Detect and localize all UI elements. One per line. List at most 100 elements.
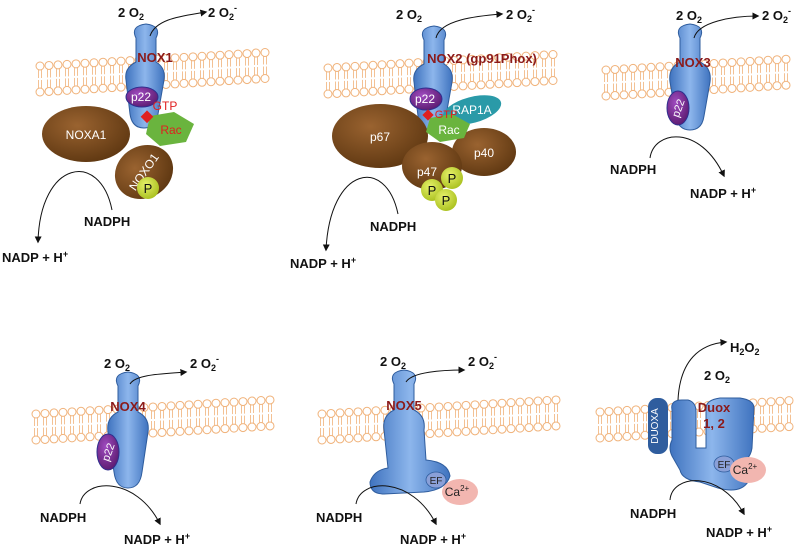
- lipid-head: [260, 74, 270, 83]
- lipid-head: [494, 53, 504, 63]
- lipid-tail: [461, 63, 465, 72]
- lipid-tail: [604, 84, 608, 92]
- lipid-head: [179, 52, 189, 62]
- lipid-head: [524, 423, 534, 433]
- lipid-tail: [236, 58, 240, 67]
- lipid-head: [772, 81, 782, 91]
- lipid-tail: [533, 59, 537, 68]
- nadph-label: NADPH: [630, 506, 676, 521]
- lipid-tail: [79, 425, 83, 434]
- lipid-head: [125, 56, 135, 66]
- noxa1-label: NOXA1: [66, 128, 107, 142]
- lipid-head: [494, 79, 504, 89]
- lipid-tail: [232, 406, 236, 415]
- lipid-tail: [712, 67, 716, 76]
- phosphate: [435, 189, 457, 211]
- lipid-head: [341, 88, 351, 98]
- lipid-tail: [613, 73, 617, 82]
- lipid-tail: [214, 417, 218, 426]
- lipid-head: [784, 422, 794, 432]
- lipid-tail: [625, 424, 629, 433]
- lipid-tail: [70, 425, 74, 434]
- p47-label: p47: [417, 165, 437, 179]
- lipid-head: [229, 397, 239, 407]
- lipid-head: [215, 50, 225, 60]
- lipid-tail: [452, 74, 456, 83]
- lipid-head: [197, 77, 207, 87]
- nadph-label: NADPH: [316, 510, 362, 525]
- lipid-tail: [784, 73, 788, 82]
- lipid-head: [386, 59, 396, 69]
- lipid-head: [524, 397, 534, 407]
- lipid-tail: [622, 82, 626, 91]
- lipid-head: [67, 407, 77, 417]
- lipid-head: [533, 422, 543, 432]
- lipid-head: [53, 60, 63, 70]
- lipid-tail: [236, 68, 240, 77]
- lipid-tail: [598, 426, 602, 434]
- lipid-head: [35, 61, 45, 71]
- ef-label: EF: [430, 476, 443, 487]
- lipid-tail: [209, 69, 213, 78]
- lipid-head: [461, 400, 471, 410]
- lipid-tail: [61, 426, 65, 435]
- lipid-head: [395, 85, 405, 95]
- lipid-head: [98, 57, 108, 67]
- lipid-tail: [88, 424, 92, 433]
- lipid-tail: [643, 423, 647, 432]
- lipid-tail: [712, 77, 716, 86]
- lipid-head: [197, 51, 207, 61]
- lipid-tail: [524, 60, 528, 69]
- o2-label: 2 O2: [396, 7, 422, 24]
- lipid-head: [610, 90, 620, 100]
- lipid-head: [512, 78, 522, 88]
- lipid-tail: [536, 415, 540, 424]
- lipid-head: [763, 55, 773, 65]
- lipid-tail: [200, 70, 204, 79]
- lipid-head: [89, 58, 99, 68]
- duoxa-label: DUOXA: [650, 408, 661, 444]
- lipid-tail: [205, 407, 209, 416]
- lipid-head: [637, 63, 647, 73]
- panel-nox5: EF Ca2+ NOX5 2 O2 2 O2- NADPH NADP + H+: [316, 352, 497, 547]
- duoxa-subunit: [648, 398, 668, 454]
- lipid-head: [353, 407, 363, 417]
- lipid-head: [368, 86, 378, 96]
- lipid-tail: [52, 416, 56, 425]
- lipid-head: [256, 396, 266, 405]
- lipid-tail: [721, 76, 725, 85]
- lipid-tail: [374, 414, 378, 423]
- o2-label: 2 O2: [104, 356, 130, 373]
- lipid-head: [166, 427, 176, 437]
- lipid-tail: [326, 82, 330, 90]
- lipid-head: [326, 434, 336, 444]
- lipid-tail: [634, 413, 638, 422]
- nadph-arrow: [355, 485, 437, 526]
- lipid-head: [80, 84, 90, 94]
- lipid-head: [371, 432, 381, 442]
- phosphate: [441, 167, 463, 189]
- lipid-tail: [218, 69, 222, 78]
- lipid-tail: [119, 65, 123, 74]
- lipid-head: [515, 397, 525, 407]
- lipid-head: [89, 84, 99, 94]
- lipid-head: [640, 404, 650, 414]
- lipid-tail: [697, 420, 701, 429]
- lipid-tail: [38, 70, 42, 78]
- lipid-tail: [182, 71, 186, 80]
- lipid-head: [71, 85, 81, 95]
- lipid-head: [193, 425, 203, 435]
- p22-label: p22: [670, 98, 688, 119]
- lipid-head: [31, 435, 41, 445]
- lipid-head: [175, 426, 185, 436]
- lipid-tail: [757, 74, 761, 83]
- superoxide-label: 2 O2-: [762, 6, 791, 25]
- lipid-tail: [263, 56, 267, 65]
- lipid-head: [116, 82, 126, 92]
- lipid-tail: [482, 408, 486, 417]
- lipid-head: [175, 400, 185, 410]
- lipid-tail: [56, 78, 60, 87]
- lipid-tail: [196, 408, 200, 417]
- lipid-tail: [631, 72, 635, 81]
- nadp-label: NADP + H+: [290, 255, 356, 271]
